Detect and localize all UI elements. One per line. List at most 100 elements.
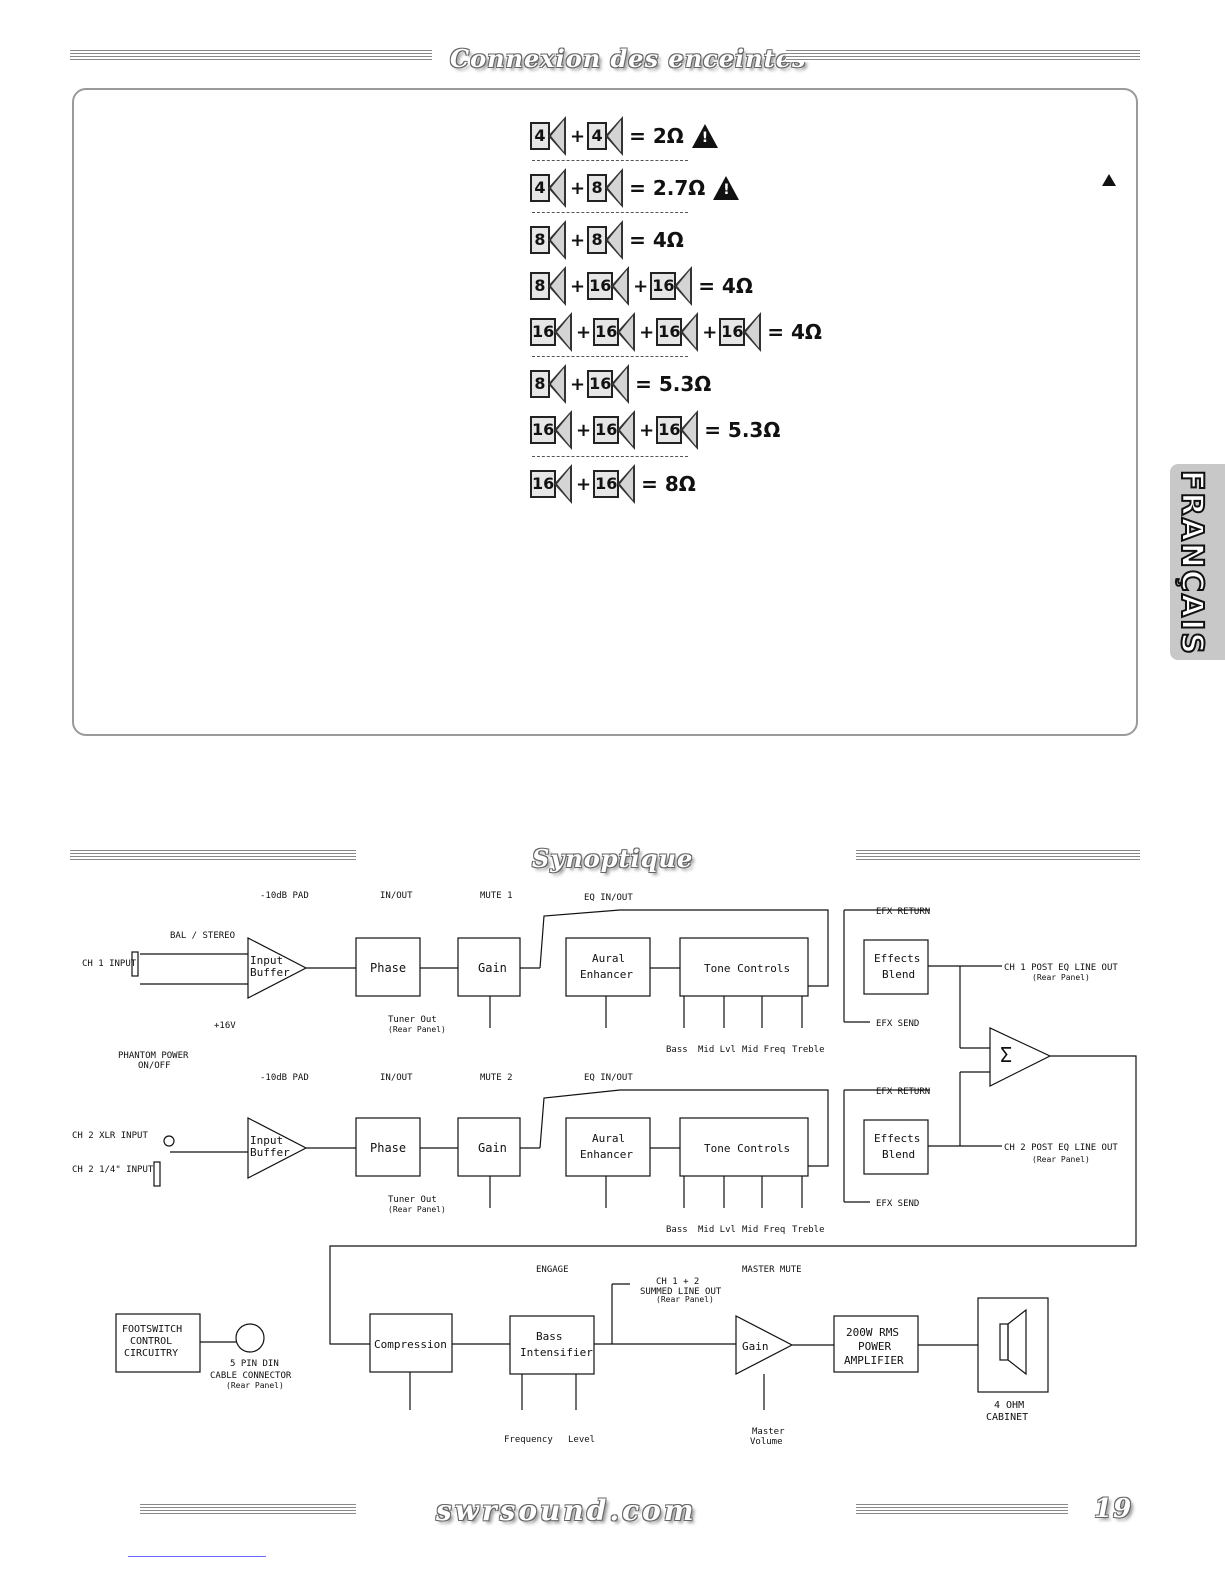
load-result: = 4Ω	[767, 320, 822, 344]
speaker-icon: 16	[656, 312, 700, 352]
plus-sign: +	[576, 473, 592, 495]
warning-icon: !	[713, 176, 740, 200]
label-bal-stereo: BAL / STEREO	[170, 931, 235, 941]
block-diagram: -10dB PAD BAL / STEREO CH 1 INPUT Input …	[72, 891, 1137, 1447]
speaker-icon: 16	[719, 312, 763, 352]
label-amp-a: 200W RMS	[846, 1326, 899, 1339]
effects-1-box	[863, 939, 929, 995]
plus-sign: +	[702, 321, 718, 343]
label-gain-2: Gain	[478, 1141, 507, 1155]
speaker-icon: 8	[587, 220, 625, 260]
label-mute-1: MUTE 1	[480, 891, 513, 901]
label-rear-panel-1: (Rear Panel)	[1032, 973, 1090, 982]
label-footswitch-a: FOOTSWITCH	[122, 1324, 182, 1335]
plus-sign: +	[570, 229, 586, 251]
label-buffer-2b: Buffer	[250, 1146, 290, 1159]
master-gain-shape	[735, 1315, 794, 1375]
load-divider	[532, 160, 688, 161]
speaker-icon: 8	[530, 266, 568, 306]
load-result: = 5.3Ω	[635, 372, 712, 396]
label-pad-1: -10dB PAD	[260, 891, 309, 901]
label-rear-panel-3: (Rear Panel)	[1032, 1155, 1090, 1164]
label-phase-2: Phase	[370, 1141, 406, 1155]
synoptic-rule-right	[856, 850, 1140, 862]
label-bass-1: Bass	[666, 1045, 688, 1055]
phase-1-box	[355, 937, 421, 997]
label-bassint-a: Bass	[536, 1330, 563, 1343]
synoptic-rule-left	[70, 850, 356, 862]
label-ch2-quarter: CH 2 1/4" INPUT	[72, 1165, 154, 1175]
label-16v: +16V	[214, 1021, 236, 1031]
load-row: 8+8= 4Ω	[530, 220, 684, 260]
label-amp-c: AMPLIFIER	[844, 1354, 904, 1367]
label-master-vol-a: Master	[752, 1427, 785, 1437]
speaker-icon: 16	[593, 312, 637, 352]
speaker-icon: 16	[587, 364, 631, 404]
speaker-icon: 4	[587, 116, 625, 156]
speaker-icon: 4	[530, 116, 568, 156]
label-effects-2b: Blend	[882, 1148, 915, 1161]
load-divider	[532, 356, 688, 357]
speaker-icon: 8	[587, 168, 625, 208]
language-tab: FRANÇAIS	[1170, 464, 1225, 660]
label-bass-2: Bass	[666, 1225, 688, 1235]
label-efx-return-2: EFX RETURN	[876, 1087, 930, 1097]
label-tone-2: Tone Controls	[704, 1142, 790, 1155]
label-summed-b: SUMMED LINE OUT	[640, 1287, 722, 1297]
footer-rule-right	[856, 1504, 1068, 1516]
load-row: 16+16+16= 5.3Ω	[530, 410, 780, 450]
label-efx-return-1: EFX RETURN	[876, 907, 930, 917]
label-din-b: CABLE CONNECTOR	[210, 1371, 292, 1381]
summing-amp-shape	[989, 1027, 1052, 1087]
label-midfreq-1: Mid Freq	[742, 1045, 785, 1055]
label-cab-a: 4 OHM	[994, 1400, 1024, 1411]
footer-site: swrsound.com	[436, 1494, 697, 1527]
label-level: Level	[568, 1435, 595, 1445]
plus-sign: +	[576, 419, 592, 441]
input-buffer-1-shape	[247, 937, 308, 999]
effects-2-box	[863, 1119, 929, 1175]
speaker-icon: 16	[656, 410, 700, 450]
label-summed-a: CH 1 + 2	[656, 1277, 699, 1287]
load-row: 8+16= 5.3Ω	[530, 364, 711, 404]
label-effects-1a: Effects	[874, 952, 920, 965]
label-treble-2: Treble	[792, 1225, 825, 1235]
label-efx-send-2: EFX SEND	[876, 1199, 919, 1209]
speaker-icon: 16	[530, 410, 574, 450]
compression-box	[369, 1313, 453, 1373]
speaker-icon: 16	[593, 410, 637, 450]
warning-icon	[1102, 174, 1116, 186]
label-bassint-b: Intensifier	[520, 1346, 593, 1359]
warning-icon: !	[691, 124, 718, 148]
label-inout-1: IN/OUT	[380, 891, 413, 901]
plus-sign: +	[639, 321, 655, 343]
tone-2-box	[679, 1117, 809, 1177]
label-ch2-xlr: CH 2 XLR INPUT	[72, 1131, 148, 1141]
label-aural-2a: Aural	[592, 1132, 625, 1145]
label-aural-2b: Enhancer	[580, 1148, 633, 1161]
page-number: 19	[1094, 1494, 1133, 1524]
label-amp-b: POWER	[858, 1340, 891, 1353]
label-gain-1: Gain	[478, 961, 507, 975]
cabinet-box	[977, 1297, 1049, 1393]
label-footswitch-b: CONTROL	[130, 1336, 172, 1347]
footer-link-underline	[128, 1556, 266, 1557]
label-compression: Compression	[374, 1338, 447, 1351]
label-din-a: 5 PIN DIN	[230, 1359, 279, 1369]
label-sigma: Σ	[1000, 1043, 1012, 1067]
load-result: = 4Ω	[629, 228, 684, 252]
label-tone-1: Tone Controls	[704, 962, 790, 975]
label-buffer-2a: Input	[250, 1134, 283, 1147]
label-effects-2a: Effects	[874, 1132, 920, 1145]
aural-2-box	[565, 1117, 651, 1177]
label-master-mute: MASTER MUTE	[742, 1265, 802, 1275]
load-result: = 2.7Ω	[629, 176, 706, 200]
gain-1-box	[457, 937, 521, 997]
tone-1-box	[679, 937, 809, 997]
label-aural-1a: Aural	[592, 952, 625, 965]
load-row: 4+4= 2Ω!	[530, 116, 718, 156]
label-midlvl-2: Mid Lvl	[698, 1225, 736, 1235]
speaker-icon: 4	[530, 168, 568, 208]
speaker-icon: 16	[587, 266, 631, 306]
label-tuner-out-1: Tuner Out	[388, 1015, 437, 1025]
